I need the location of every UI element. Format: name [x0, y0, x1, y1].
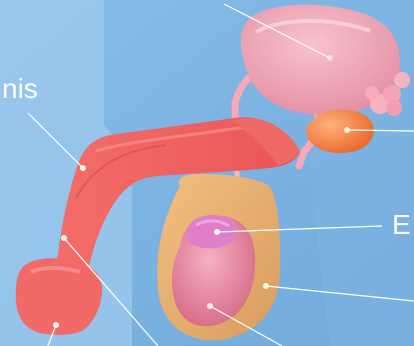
left-partial-label: nis [2, 73, 38, 104]
right-partial-label: E [392, 209, 411, 240]
